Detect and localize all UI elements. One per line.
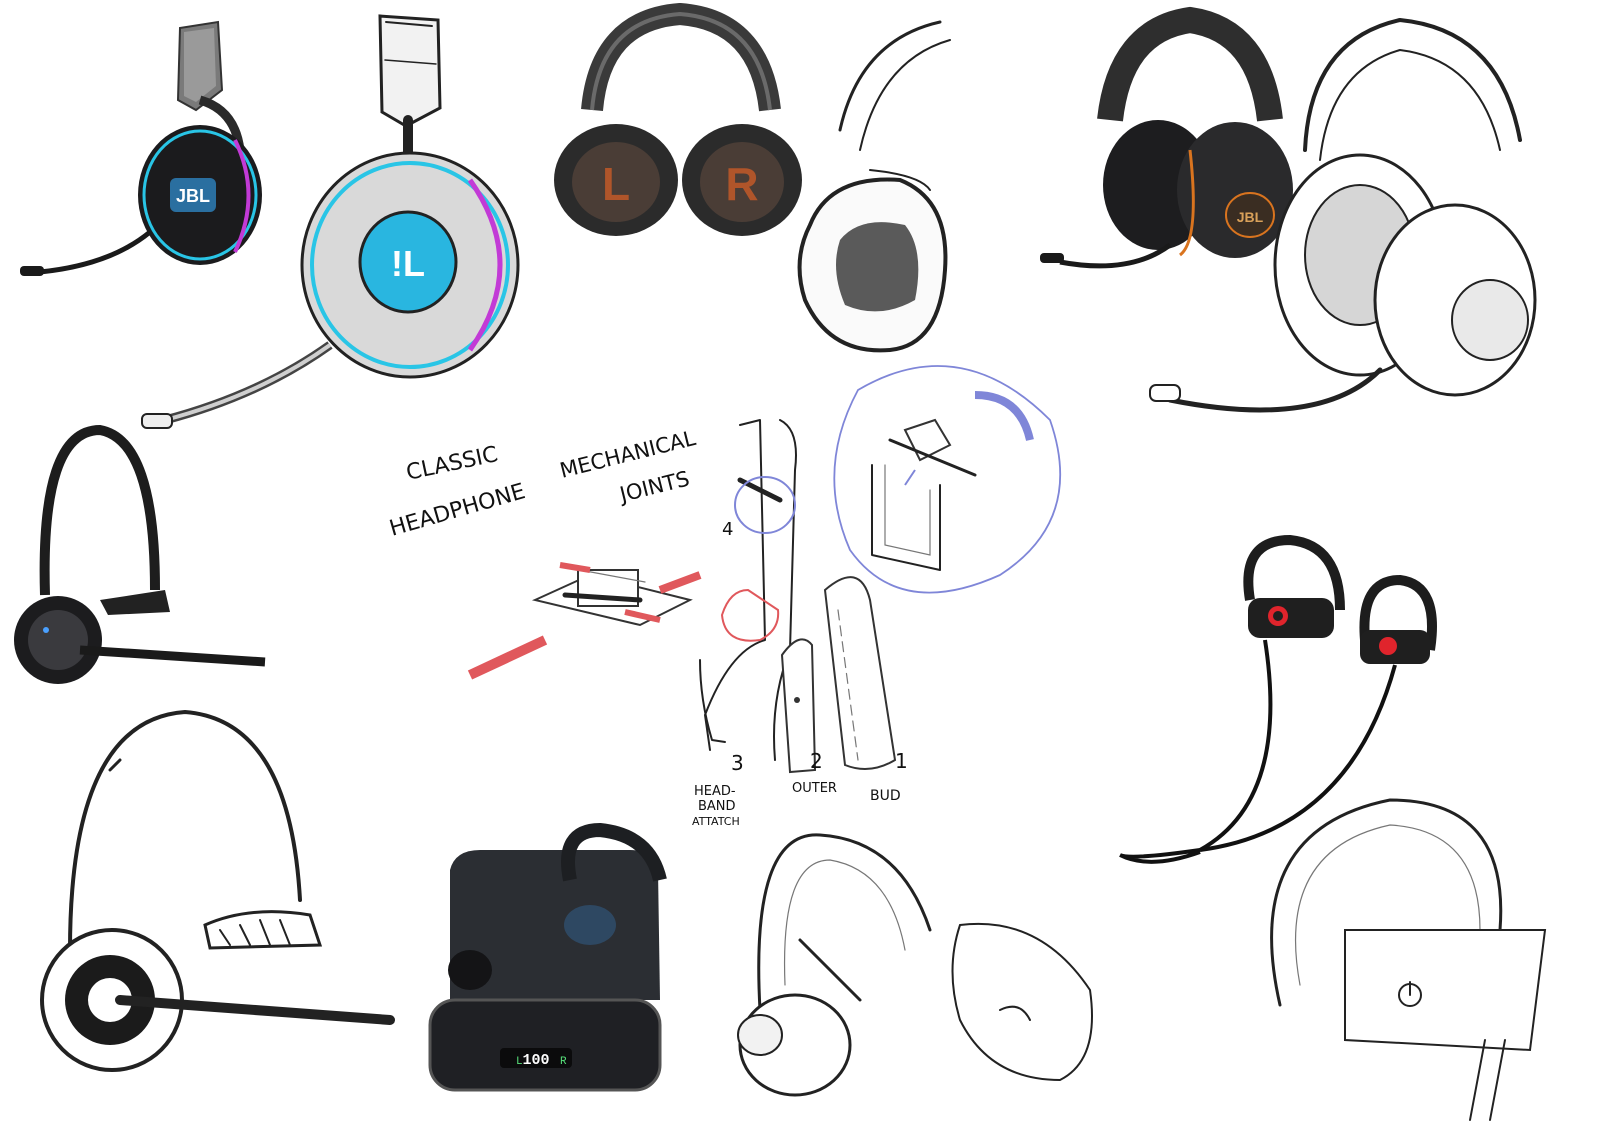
jbl-logo-right: JBL (1237, 209, 1264, 225)
part-label-2: OUTER (792, 781, 837, 796)
jbl-quantum-headset-photo: JBL (1040, 6, 1293, 269)
neckband-earbud-sketch (1270, 798, 1547, 1121)
part-number-4: 4 (722, 519, 733, 540)
lr-headphones-photo: L R (554, 2, 802, 236)
jbl-headset-sketch: !L (141, 14, 520, 429)
heading-line-classic: CLASSIC (404, 442, 500, 486)
jbl-logo: JBL (176, 186, 210, 206)
mono-headset-sketch (40, 710, 395, 1072)
case-right-indicator: R (560, 1056, 567, 1068)
part-labels: 4 3 HEAD- BAND ATTATCH 2 OUTER 1 BUD (692, 519, 908, 828)
part-number-3: 3 (731, 751, 744, 775)
part-label-3-line3: ATTATCH (692, 815, 740, 828)
sketch-heading: CLASSIC HEADPHONE MECHANICAL JOINTS (387, 426, 698, 542)
heading-line-joints: JOINTS (615, 466, 691, 507)
case-battery-display: 100 (522, 1052, 549, 1069)
neckband-earbuds-photo (1119, 534, 1437, 864)
left-cup-mark: L (602, 158, 630, 210)
mono-headset-photo (14, 424, 266, 684)
part-label-3-line1: HEAD- (694, 784, 736, 799)
mechanical-joints-sketch (467, 365, 1062, 774)
svg-text:!L: !L (391, 243, 425, 284)
sport-earbud-sketch (737, 833, 1093, 1097)
part-label-1: BUD (870, 788, 901, 804)
quantum-headset-sketch (1149, 18, 1537, 413)
ear-cup-sketch (797, 20, 951, 353)
right-cup-mark: R (725, 158, 758, 210)
earbuds-case-photo: L 100 R (428, 822, 667, 1092)
heading-line-headphone: HEADPHONE (387, 479, 528, 542)
part-number-2: 2 (810, 749, 823, 773)
jbl-gaming-headset-photo: JBL (20, 20, 262, 276)
case-left-indicator: L (516, 1056, 523, 1068)
part-number-1: 1 (895, 749, 908, 773)
part-label-3-line2: BAND (698, 799, 736, 814)
